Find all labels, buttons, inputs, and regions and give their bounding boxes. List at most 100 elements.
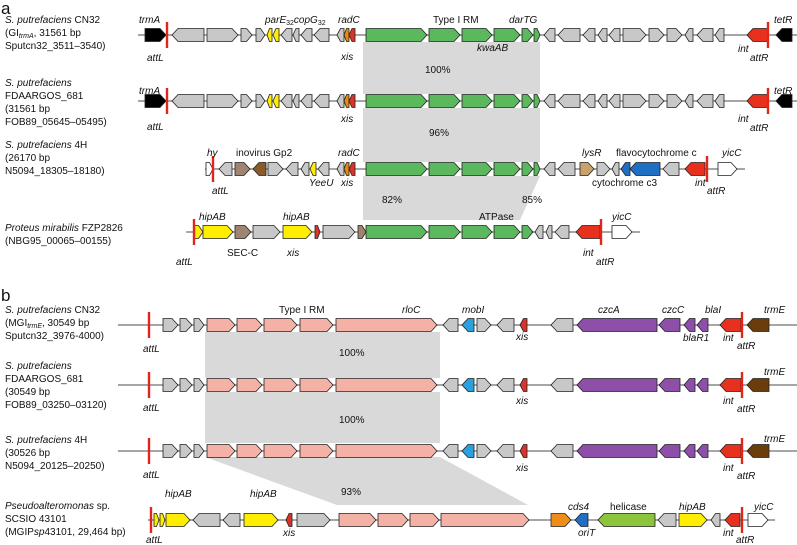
hypothetical-gene — [696, 94, 714, 108]
toxin-antitoxin-gene — [266, 94, 273, 108]
flank-gene — [144, 28, 167, 42]
type1rm-gene — [335, 318, 438, 332]
type1rm-gene — [335, 444, 438, 458]
att-label-attL: attL — [212, 186, 229, 197]
xis-gene — [348, 162, 356, 176]
hypothetical-gene — [280, 94, 293, 108]
hypothetical-gene — [550, 444, 574, 458]
toxin-antitoxin-gene — [272, 94, 280, 108]
czc-gene — [683, 444, 696, 458]
track-a4-info: Proteus mirabilis FZP2826 (NBG95_00065–0… — [5, 223, 123, 247]
gene-label-oriT: oriT — [578, 528, 596, 539]
hypothetical-gene — [554, 225, 570, 239]
czc-gene — [658, 318, 681, 332]
toxin-antitoxin-gene — [193, 225, 204, 239]
panel-a-letter: a — [1, 0, 11, 18]
organism-name: S. putrefaciens 4H — [5, 140, 87, 151]
hypothetical-gene — [597, 94, 608, 108]
att-sites — [147, 22, 770, 533]
type1rm-gene — [428, 162, 461, 176]
track-a1-labels: trmA attL parE32copG32 radC xis Type I R… — [139, 15, 792, 64]
hypothetical-gene — [543, 94, 556, 108]
gene-label-xis: xis — [286, 248, 299, 259]
gene-label-blaI: blaI — [705, 305, 721, 316]
gene-label-xis: xis — [515, 396, 528, 407]
track-a4-labels: hipAB hipAB attL SEC-C xis ATPase int at… — [176, 212, 632, 268]
hypothetical-gene — [292, 94, 300, 108]
secc-gene — [234, 162, 251, 176]
toxin-antitoxin-gene — [272, 28, 280, 42]
att-label-attL: attL — [146, 535, 163, 545]
gene-label-kwaAB: kwaAB — [477, 43, 508, 54]
hypothetical-gene — [193, 378, 205, 392]
type1rm-gene — [533, 162, 541, 176]
flank-gene — [775, 28, 793, 42]
czc-gene — [696, 444, 709, 458]
type1rm-gene — [493, 225, 521, 239]
gene-label-int: int — [583, 248, 595, 259]
organism-name: S. putrefaciens CN32 — [5, 15, 101, 26]
toxin-antitoxin-gene — [309, 162, 317, 176]
gene-label-hipAB: hipAB — [165, 489, 192, 500]
hypothetical-gene — [285, 162, 299, 176]
type1rm-gene — [263, 318, 298, 332]
mobI-gene — [461, 378, 475, 392]
hypothetical-gene — [550, 378, 574, 392]
organism-name: S. putrefaciens — [5, 78, 72, 89]
type1rm-gene — [263, 378, 298, 392]
type1rm-gene — [428, 94, 461, 108]
organism-name: Proteus mirabilis FZP2826 — [5, 223, 123, 234]
hypothetical-gene — [534, 225, 544, 239]
xis-gene — [285, 513, 293, 527]
type1rm-gene — [521, 28, 534, 42]
identity-label: 82% — [382, 195, 402, 206]
gene-label-czcA: czcA — [598, 305, 620, 316]
hypothetical-gene — [322, 225, 356, 239]
hypothetical-gene — [267, 162, 284, 176]
hypothetical-gene — [622, 94, 647, 108]
strain-name: SCSIO 43101 — [5, 514, 67, 525]
czc-gene — [683, 318, 696, 332]
locus-range: FOB89_05645–05495) — [5, 117, 107, 128]
gene-label-yicC: yicC — [721, 148, 742, 159]
hypothetical-gene — [666, 28, 683, 42]
track-a3-labels: hy attL inovirus Gp2 YeeU radC xis lysR … — [207, 148, 742, 197]
czc-gene — [576, 444, 658, 458]
toxin-antitoxin-gene — [266, 28, 273, 42]
conservation-band — [363, 42, 540, 94]
gene-label-czcC: czcC — [662, 305, 685, 316]
hypothetical-gene — [171, 94, 205, 108]
hypothetical-gene — [192, 513, 221, 527]
type1rm-gene — [206, 444, 236, 458]
type1rm-gene — [299, 378, 334, 392]
toxin-antitoxin-gene — [165, 513, 191, 527]
hypothetical-gene — [240, 28, 253, 42]
hypothetical-gene — [611, 162, 620, 176]
gene-label-xis: xis — [340, 114, 353, 125]
boundary-gene — [205, 162, 214, 176]
integrase-gene — [719, 378, 742, 392]
strain-detail: (MGItrmE, 30549 bp — [5, 318, 90, 330]
type1rm-gene — [461, 225, 493, 239]
track-a3-info: S. putrefaciens 4H (26170 bp N5094_18305… — [5, 140, 105, 177]
gene-label-blaR1: blaR1 — [683, 333, 709, 344]
gene-label-cds4: cds4 — [568, 502, 590, 513]
type1rm-gene — [428, 225, 461, 239]
strain-size: (26170 bp — [5, 153, 50, 164]
type1rm-gene — [440, 513, 530, 527]
helicase-gene — [597, 513, 656, 527]
gene-label-xis: xis — [340, 178, 353, 189]
czc-gene — [658, 444, 681, 458]
toxin-antitoxin-gene — [282, 225, 313, 239]
type1rm-gene — [236, 318, 263, 332]
att-label-attL: attL — [176, 257, 193, 268]
type1rm-gene — [206, 378, 236, 392]
cytochrome-gene — [574, 513, 589, 527]
hypothetical-gene — [545, 225, 553, 239]
att-label-attR: attR — [707, 186, 725, 197]
gene-label-YeeU: YeeU — [309, 178, 334, 189]
strain-detail: (MGIPsp43101, 29,464 bp) — [5, 527, 126, 538]
type1rm-gene — [236, 378, 263, 392]
hypothetical-gene — [296, 513, 331, 527]
